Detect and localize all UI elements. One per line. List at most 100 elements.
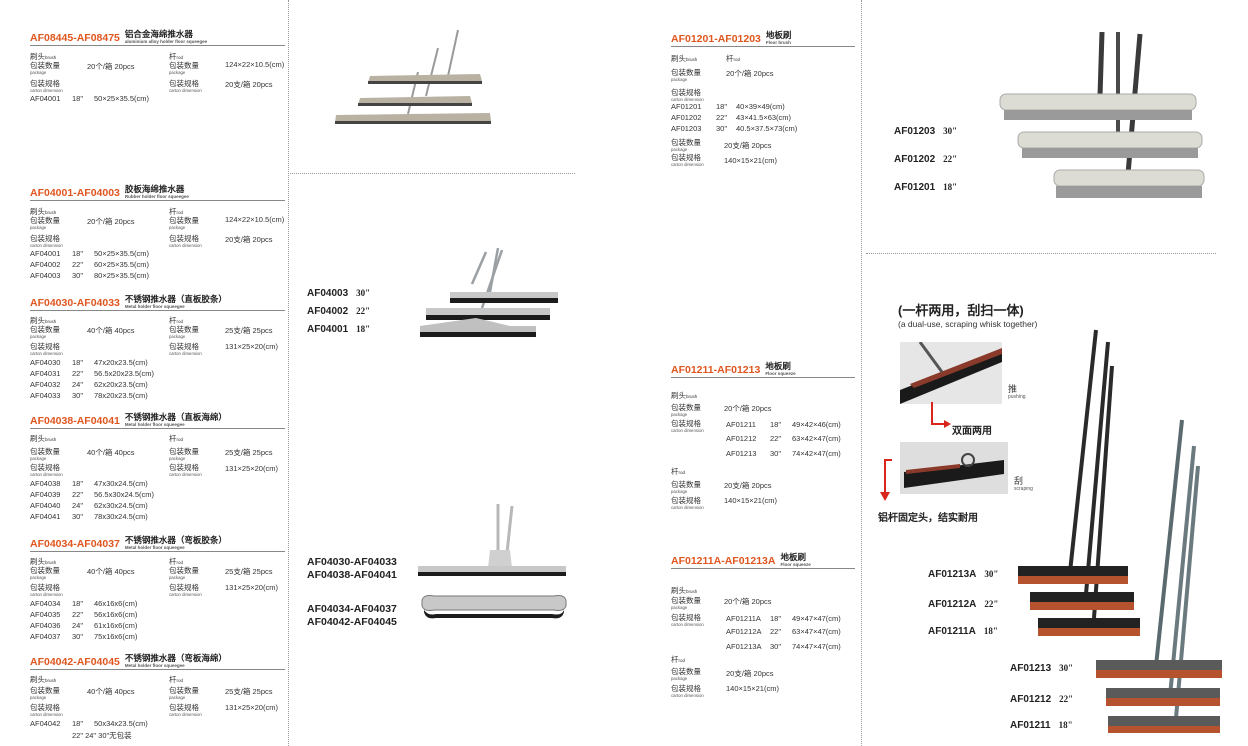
product-code: AF04030-AF04033	[30, 297, 120, 309]
rod-value: 140×15×21(cm)	[724, 156, 777, 165]
brush-label: 刷头brush	[671, 586, 698, 595]
rod-value: 20支/箱 20pcs	[724, 141, 772, 150]
package-value: 20个/箱 20pcs	[724, 404, 772, 413]
package-value: 20个/箱 20pcs	[724, 597, 772, 606]
package-value: 20个/箱 20pcs	[726, 69, 774, 78]
rod-label: 杆rod	[169, 675, 184, 684]
rod-label: 杆rod	[671, 655, 686, 664]
divider	[866, 253, 1216, 254]
product-code: AF04034-AF04037	[30, 538, 120, 550]
brush-label: 刷头brush	[30, 207, 57, 216]
squeegee-photo	[418, 504, 567, 619]
divider	[861, 0, 862, 746]
spec-AF04038: AF04038-AF04041 不锈钢推水器（直板海绵）Metal holder …	[30, 412, 285, 521]
product-code: AF01211-AF01213	[671, 364, 761, 376]
rod-label: 杆rod	[169, 52, 184, 61]
dual-use-label: 双面两用	[952, 426, 992, 437]
arrow-down-icon	[880, 459, 892, 501]
rod-value: 124×22×10.5(cm)	[225, 60, 285, 69]
brush-label: 刷头brush	[30, 316, 57, 325]
product-code: AF01201-AF01203	[671, 33, 761, 45]
push-label: 推	[1008, 384, 1018, 394]
product-code: AF01211A-AF01213A	[671, 555, 776, 567]
rod-value: 124×22×10.5(cm)	[225, 215, 285, 224]
rod-value: 25支/箱 25pcs	[225, 326, 273, 335]
rod-value: 131×25×20(cm)	[225, 583, 278, 592]
rod-value: 131×25×20(cm)	[225, 703, 278, 712]
rod-label: 杆rod	[169, 557, 184, 566]
rod-label: 杆rod	[169, 207, 184, 216]
divider	[288, 0, 289, 746]
rod-value: 25支/箱 25pcs	[225, 687, 273, 696]
push-label-en: pushing	[1008, 394, 1026, 400]
rod-value: 140×15×21(cm)	[724, 496, 777, 505]
product-code: AF04038-AF04041	[30, 415, 120, 427]
arrow-icon	[931, 402, 951, 428]
product-name: 不锈钢推水器（弯板海绵）Metal holder floor squeegee	[124, 653, 227, 669]
rod-value: 140×15×21(cm)	[726, 684, 779, 693]
package-value: 20个/箱 20pcs	[87, 217, 135, 226]
spec-note: 22" 24" 30"无包装	[72, 731, 132, 740]
product-name: 不锈钢推水器（直板海绵）Metal holder floor squeegee	[124, 412, 227, 428]
package-value: 40个/箱 40pcs	[87, 567, 135, 576]
scraping-photo	[900, 442, 1008, 494]
package-value: 40个/箱 40pcs	[87, 326, 135, 335]
rod-value: 131×25×20(cm)	[225, 342, 278, 351]
